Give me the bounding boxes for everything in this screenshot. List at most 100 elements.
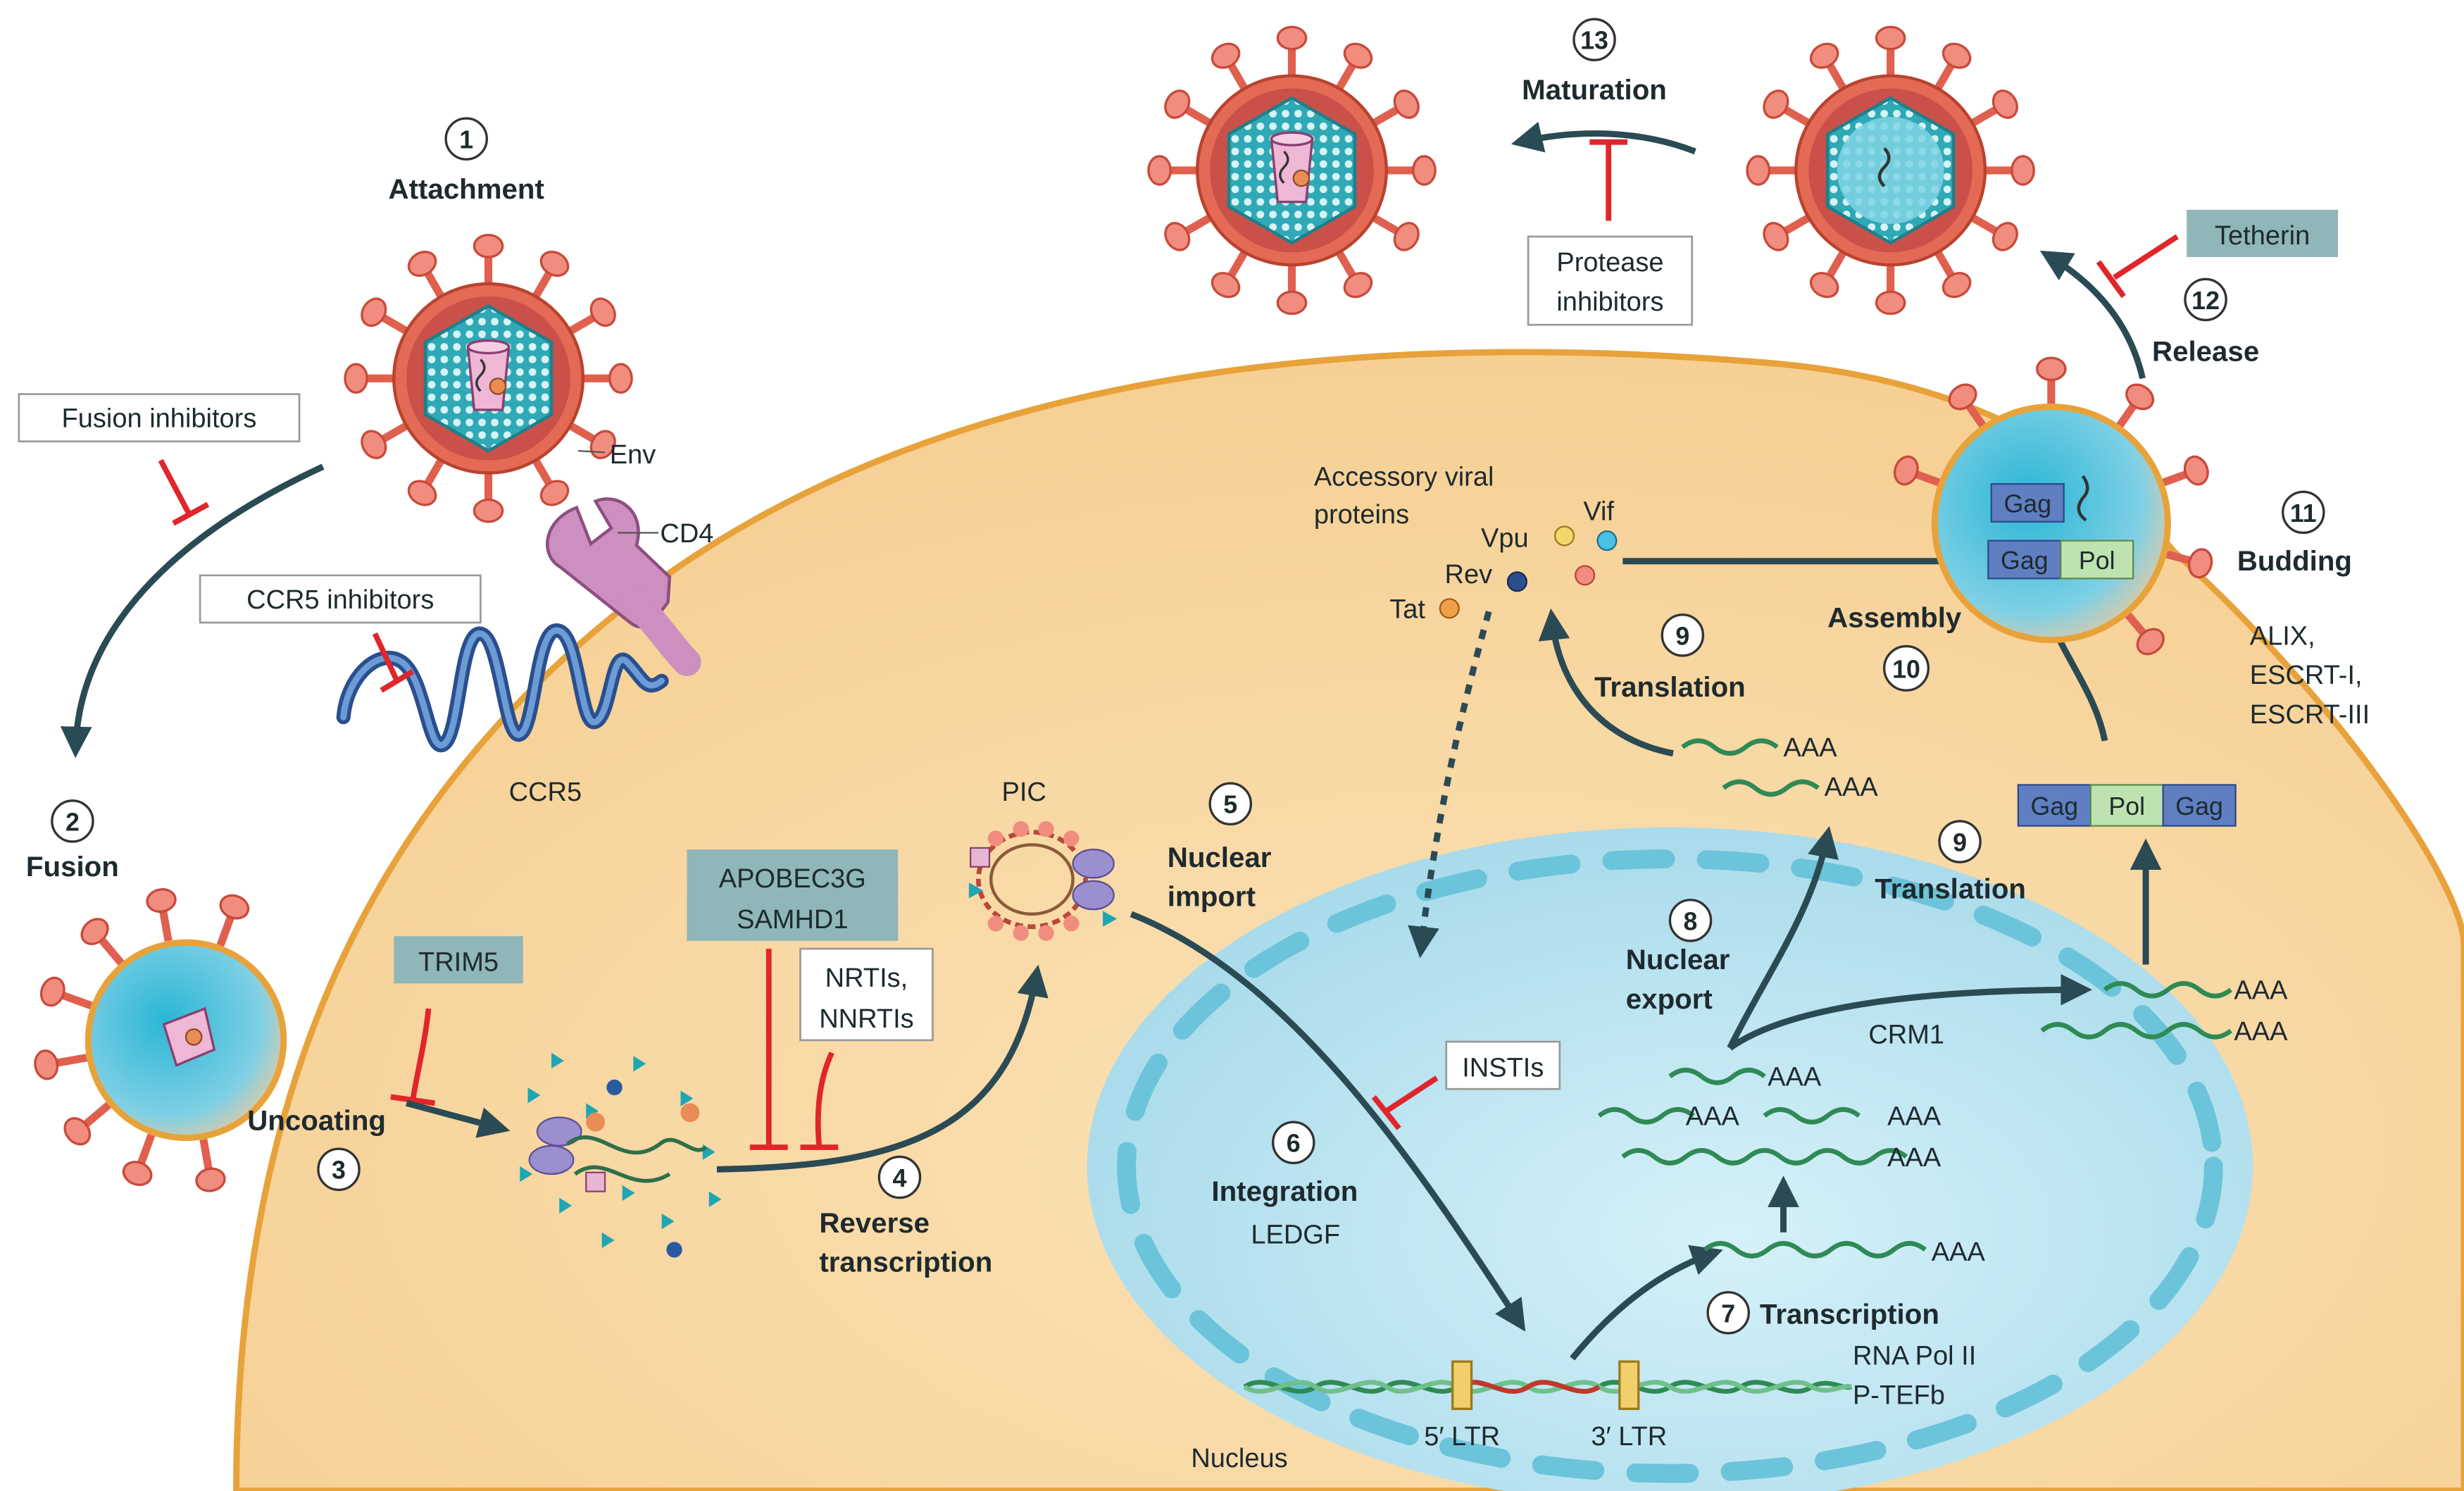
aaa-label-9: AAA: [2234, 1017, 2288, 1047]
step-13-number: 13: [1580, 27, 1608, 55]
apobec-inhibitor-bar: [749, 949, 788, 1150]
step-5-label-line2: import: [1168, 881, 1256, 913]
rev-protein: [1506, 571, 1527, 592]
ltr3-label: 3′ LTR: [1591, 1422, 1667, 1452]
pol-label-2: Pol: [2079, 547, 2115, 575]
rev-label: Rev: [1445, 560, 1493, 589]
aaa-label-7: AAA: [1825, 773, 1879, 802]
ccr5-label: CCR5: [509, 778, 582, 807]
uncoating-arrow: [406, 1100, 511, 1138]
step-4-number: 4: [892, 1164, 906, 1192]
nuclear-export-arrow-up: [1727, 825, 1839, 1050]
gag-pol-polyprotein: [2017, 784, 2237, 827]
trim5-label: TRIM5: [418, 947, 499, 977]
attachment-to-fusion-arrow: [60, 463, 325, 759]
pre-integration-complex: [968, 821, 1118, 941]
step-3-label: Uncoating: [247, 1104, 386, 1136]
escrt1-label: ESCRT-I,: [2250, 661, 2363, 690]
gag-label-1: Gag: [2031, 792, 2079, 821]
fusion-inhibitors-label: Fusion inhibitors: [62, 404, 257, 434]
fusion-virion: [33, 887, 287, 1193]
nrtis-label: NRTIs,: [825, 963, 908, 993]
step-10-label: Assembly: [1827, 602, 1962, 634]
step-3-number: 3: [332, 1156, 346, 1185]
samhd1-label: SAMHD1: [737, 905, 848, 935]
step-7-number: 7: [1721, 1299, 1735, 1328]
reverse-transcription-arrow: [716, 964, 1049, 1173]
tetherin-label: Tetherin: [2215, 221, 2310, 251]
step-12-label: Release: [2152, 336, 2259, 368]
step-8-label-line1: Nuclear: [1626, 944, 1730, 975]
step-11-number: 11: [2290, 499, 2317, 528]
aaa-label-8: AAA: [2234, 976, 2288, 1006]
ccr5-inhibitors-label: CCR5 inhibitors: [246, 585, 434, 615]
tat-label: Tat: [1389, 594, 1425, 624]
step-11-label: Budding: [2237, 545, 2352, 577]
nrti-inhibitor-bar: [800, 1052, 839, 1150]
tat-rev-to-nucleus-arrow: [1408, 611, 1492, 959]
release-arrow: [2039, 250, 2146, 380]
insti-inhibitor-bar: [1371, 1075, 1439, 1130]
nuclear-export-arrow-right: [1727, 973, 2093, 1051]
vpu-protein: [1554, 525, 1575, 547]
step-9a-label: Translation: [1594, 671, 1746, 703]
transcription-arrow: [1570, 1244, 1723, 1361]
vif-protein: [1596, 530, 1618, 551]
step-10-number: 10: [1892, 655, 1920, 683]
step-5-number: 5: [1223, 791, 1237, 819]
crm1-label: CRM1: [1868, 1020, 1944, 1049]
accessory-proteins-line1: Accessory viral: [1314, 462, 1494, 492]
aaa-label-5: AAA: [1768, 1063, 1822, 1092]
ltr5-label: 5′ LTR: [1424, 1422, 1500, 1452]
nuclear-mrna-transcripts: [1597, 1068, 1927, 1259]
pic-label: PIC: [1002, 778, 1046, 807]
nuclear-envelope-pores: [1117, 849, 2223, 1483]
step-8-number: 8: [1684, 907, 1698, 935]
step-1-number: 1: [459, 126, 473, 154]
step-13-label: Maturation: [1522, 74, 1667, 106]
capsid-cone: [466, 345, 511, 411]
gag-label-2: Gag: [2175, 792, 2223, 821]
aaa-label-6: AAA: [1784, 733, 1838, 763]
protease-inhibitors-line1: Protease: [1556, 248, 1663, 277]
immature-virion: [1747, 27, 2034, 313]
nuclear-import-arrow: [1130, 911, 1526, 1332]
integrated-provirus: [1243, 1360, 1852, 1411]
attachment-virion: [345, 235, 632, 522]
step-2-label: Fusion: [26, 851, 119, 882]
rna-pol-ii-label: RNA Pol II: [1853, 1342, 1976, 1371]
unnamed-protein: [1575, 565, 1596, 586]
aaa-label-2: AAA: [1887, 1143, 1941, 1173]
translation-arrow-left: [1538, 608, 1674, 757]
tat-protein: [1439, 598, 1460, 619]
nnrtis-label: NNRTIs: [819, 1004, 913, 1034]
maturation-arrow: [1511, 121, 1696, 155]
aaa-label-1: AAA: [1932, 1237, 1986, 1267]
ccr5-inhibitor-bar: [372, 632, 415, 693]
accessory-proteins-line2: proteins: [1314, 500, 1409, 530]
p-tefb-label: P-TEFb: [1853, 1381, 1945, 1411]
step-6-number: 6: [1287, 1130, 1301, 1158]
uncoated-capsid-components: [520, 1052, 722, 1258]
ledgf-label: LEDGF: [1251, 1220, 1340, 1249]
step-6-label: Integration: [1211, 1175, 1358, 1207]
gag-label-3: Gag: [2003, 489, 2051, 518]
instis-label: INSTIs: [1462, 1053, 1544, 1083]
aaa-label-4: AAA: [1887, 1102, 1941, 1132]
aaa-label-3: AAA: [1686, 1102, 1740, 1132]
escrt3-label: ESCRT-III: [2250, 700, 2370, 730]
step-8-label-line2: export: [1626, 983, 1713, 1015]
protease-inhibitors-line2: inhibitors: [1556, 287, 1663, 317]
protease-inhibitor-bar: [1589, 139, 1628, 221]
trim5-inhibitor-bar: [390, 1008, 436, 1106]
vif-label: Vif: [1583, 497, 1614, 527]
cytoplasmic-mrna: [1681, 738, 2232, 1040]
step-1-label: Attachment: [389, 173, 544, 205]
budding-virion: [1891, 358, 2215, 659]
gag-label-4: Gag: [2001, 547, 2049, 575]
fusion-inhibitor-bar: [158, 458, 210, 526]
step-12-number: 12: [2191, 287, 2220, 315]
step-7-label: Transcription: [1760, 1299, 1939, 1330]
step-4-label-line1: Reverse: [819, 1207, 930, 1239]
